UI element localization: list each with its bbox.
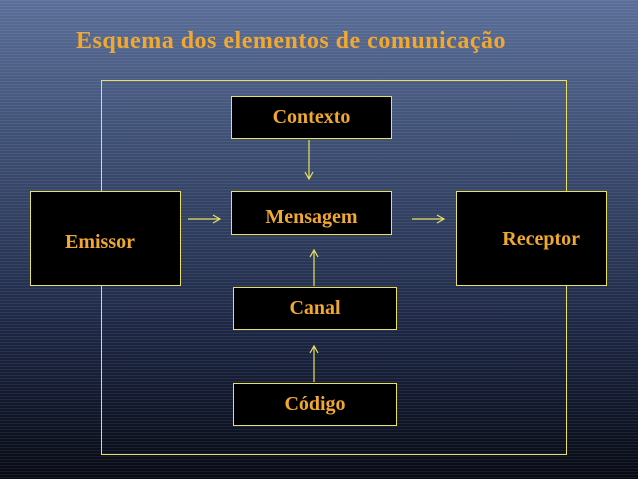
node-codigo-label: Código [284,393,346,415]
node-emissor-label: Emissor [65,231,135,253]
node-canal-label: Canal [289,297,341,319]
node-contexto-label: Contexto [272,106,351,128]
slide-title: Esquema dos elementos de comunicação [76,28,506,54]
node-emissor: Emissor [30,191,181,286]
node-codigo: Código [233,383,397,426]
node-canal: Canal [233,287,397,330]
node-mensagem-label: Mensagem [265,206,358,228]
node-receptor-label: Receptor [502,228,580,250]
node-mensagem: Mensagem [231,191,392,235]
node-receptor: Receptor [456,191,607,286]
node-contexto: Contexto [231,96,392,139]
